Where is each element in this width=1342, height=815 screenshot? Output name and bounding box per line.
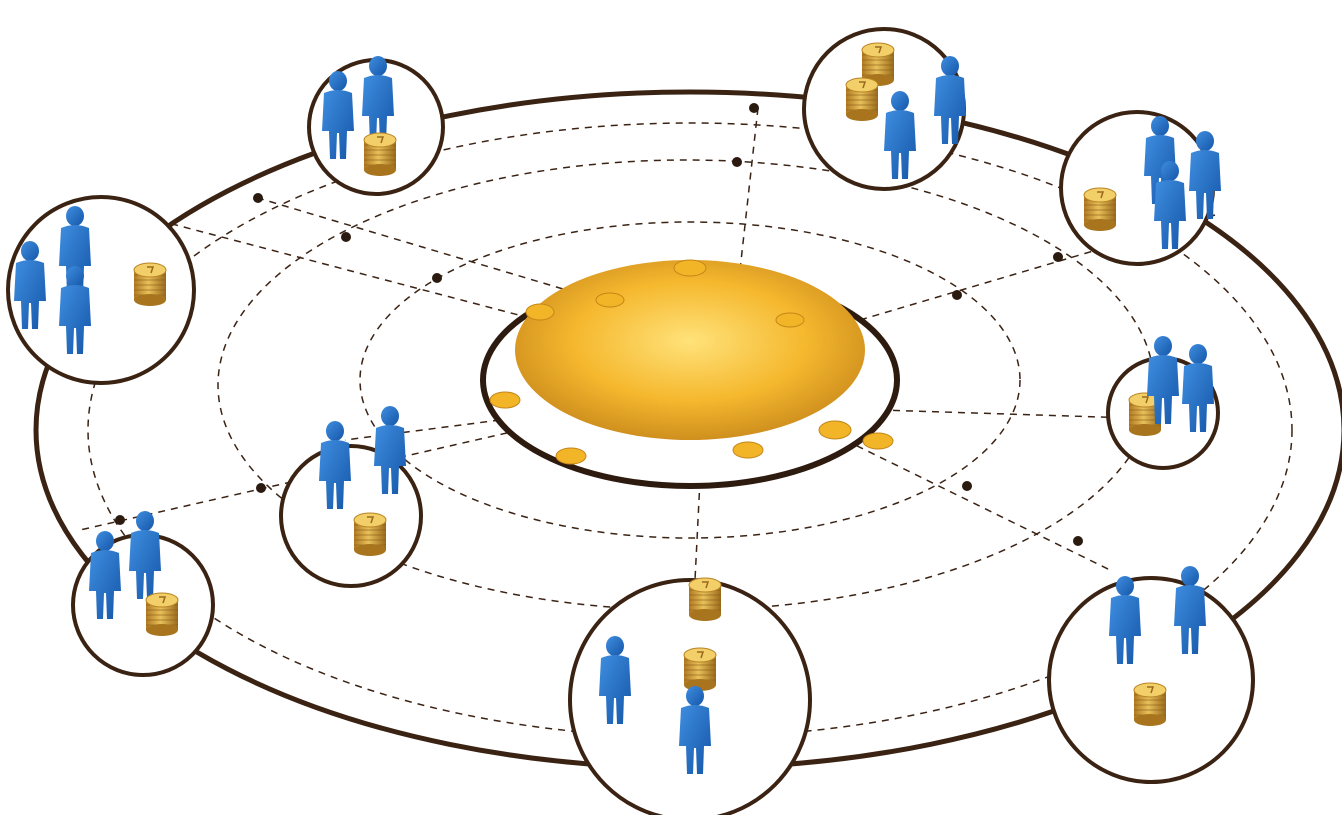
coin-stack-icon (133, 262, 167, 307)
group-right-lower (1047, 566, 1255, 784)
coin-stack-icon (845, 77, 879, 122)
group-right-middle (1106, 336, 1220, 470)
coin-stack-icon (363, 132, 397, 177)
group-left-upper (6, 195, 196, 385)
group-right-upper (1059, 110, 1221, 266)
coin-stack-icon (1133, 682, 1167, 727)
group-inner-left (279, 406, 423, 588)
coin-stack-icon (688, 577, 722, 622)
coin-stack-icon (353, 512, 387, 557)
group-top-left (307, 56, 445, 196)
coin-stack-icon (683, 647, 717, 692)
coin-stack-icon (1083, 187, 1117, 232)
central-coin-pool (480, 259, 900, 489)
coin-stack-icon (145, 592, 179, 637)
inner-dashed-ring (359, 221, 1021, 539)
group-bottom-center (568, 577, 812, 815)
group-top-right (802, 27, 966, 191)
junction-dots (115, 103, 1083, 546)
gold-coin-pile-icon (515, 260, 865, 440)
group-left-lower (71, 511, 215, 677)
